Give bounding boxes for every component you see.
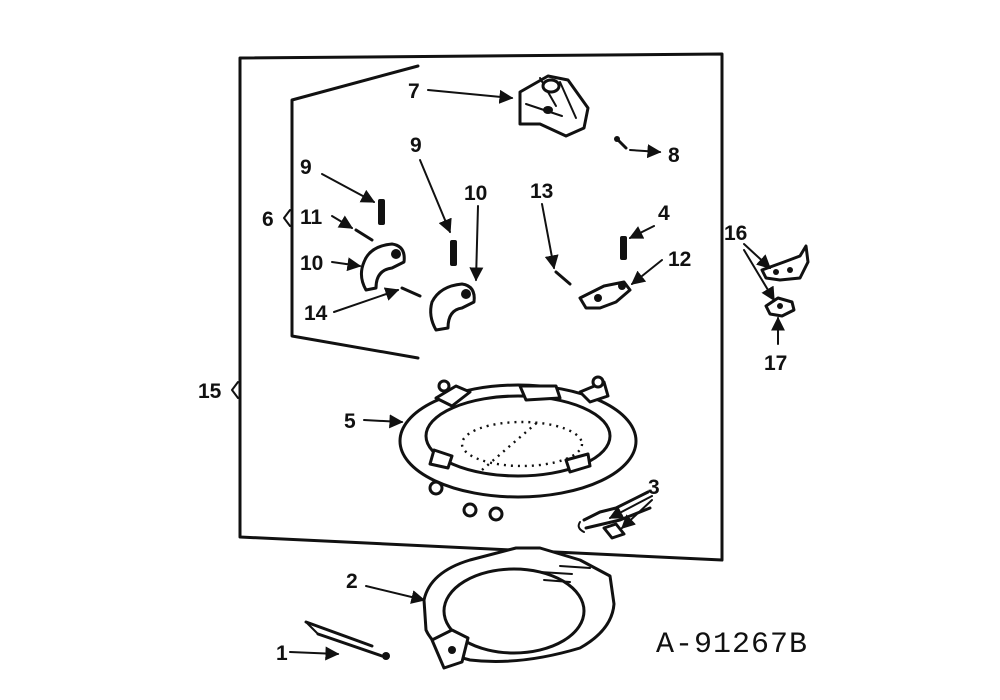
drawing-id: A-91267B — [656, 628, 808, 662]
part-9-pin-center — [450, 240, 457, 266]
subkit-6-bracket — [290, 64, 420, 360]
part-10-shoe-left — [359, 242, 406, 292]
callout-10-left: 10 — [300, 252, 323, 275]
brace-mark-15 — [231, 381, 239, 399]
part-1-pin — [304, 620, 390, 660]
callout-7: 7 — [408, 80, 420, 103]
callout-9-center: 9 — [410, 134, 422, 157]
part-17-nut — [764, 296, 796, 318]
part-14-roll-pin — [400, 286, 422, 298]
callout-8: 8 — [668, 144, 680, 167]
callout-13: 13 — [530, 180, 553, 203]
part-16-fasteners — [760, 244, 810, 282]
part-13-spring-pin — [554, 270, 572, 286]
callout-4: 4 — [658, 202, 670, 225]
callout-6: 6 — [262, 208, 274, 231]
part-9-pin-left — [378, 199, 385, 225]
callout-5: 5 — [344, 410, 356, 433]
assembly-15-outline — [238, 52, 724, 562]
part-4-pin — [620, 236, 627, 260]
part-12-latch — [578, 280, 632, 310]
callout-17: 17 — [764, 352, 787, 375]
leader-lines — [289, 89, 785, 661]
callout-2: 2 — [346, 570, 358, 593]
part-8-pin — [614, 136, 628, 150]
callout-15: 15 — [198, 380, 222, 403]
brace-mark-6 — [283, 209, 291, 227]
callout-1: 1 — [276, 642, 288, 665]
callout-16: 16 — [724, 222, 747, 245]
part-11-pin — [354, 228, 374, 242]
part-7-bracket — [518, 74, 590, 138]
callout-14: 14 — [304, 302, 328, 325]
part-5-shoe-plate — [398, 375, 638, 522]
callout-9-left: 9 — [300, 156, 312, 179]
callout-10-center: 10 — [464, 182, 487, 205]
part-10-shoe-center — [429, 282, 476, 332]
part-2-base-plate — [422, 546, 616, 670]
callout-3: 3 — [648, 476, 660, 499]
callout-12: 12 — [668, 248, 691, 271]
callout-11: 11 — [300, 206, 323, 229]
